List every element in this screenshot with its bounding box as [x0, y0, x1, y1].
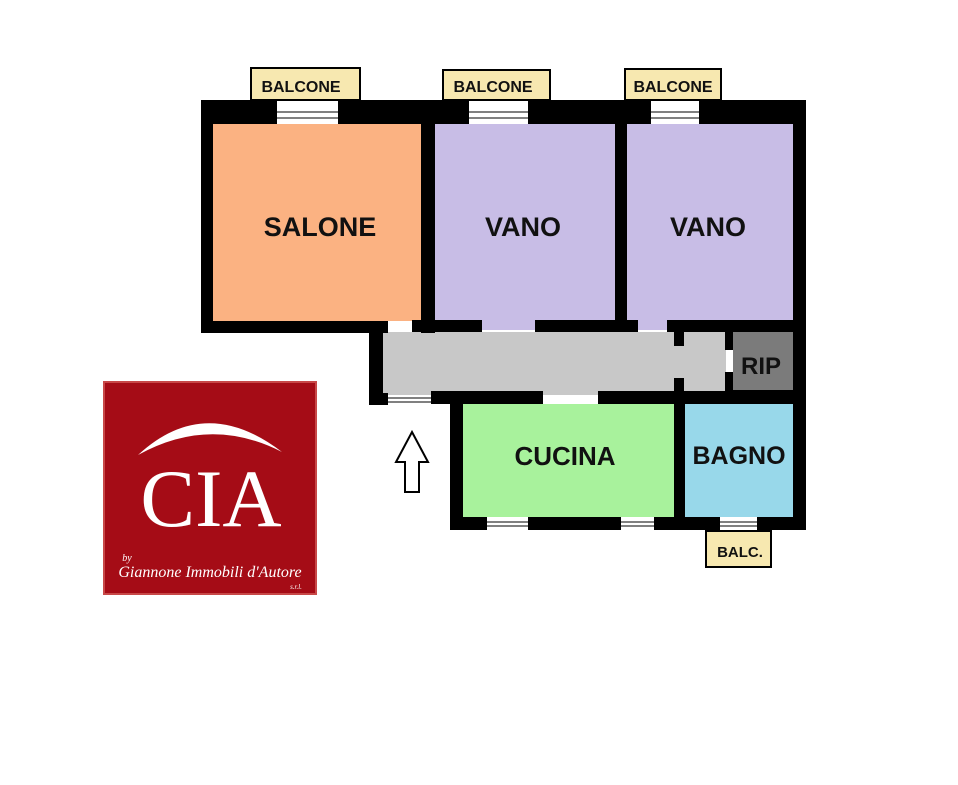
up-arrow-icon [394, 429, 430, 493]
room-bagno [685, 404, 793, 517]
room-cucina [463, 404, 674, 517]
corridor [383, 332, 726, 395]
label-balcone-2: BALCONE [453, 79, 532, 96]
balcony-salone [250, 67, 361, 101]
label-salone: SALONE [264, 212, 377, 242]
logo-suffix: s.r.l. [290, 583, 302, 591]
room-rip [733, 332, 793, 390]
label-vano-2: VANO [670, 212, 746, 242]
label-cucina: CUCINA [514, 441, 615, 471]
room-salone [213, 124, 421, 321]
label-balcone-3: BALCONE [633, 79, 712, 96]
walls [201, 100, 806, 530]
balcony-vano-2 [624, 68, 722, 101]
logo-title: CIA [140, 453, 281, 544]
label-balcone-1: BALCONE [261, 79, 340, 96]
balcony-vano-1 [442, 69, 551, 101]
room-vano-2 [627, 124, 793, 330]
windows [277, 111, 757, 527]
label-bagno: BAGNO [692, 442, 785, 470]
logo-company: Giannone Immobili d'Autore [118, 564, 301, 581]
room-vano-1 [435, 124, 615, 330]
logo-by: by [122, 553, 132, 564]
company-logo: CIA by Giannone Immobili d'Autore s.r.l. [103, 381, 317, 595]
balcony-bagno [705, 530, 772, 568]
label-balc: BALC. [717, 544, 763, 561]
label-vano-1: VANO [485, 212, 561, 242]
label-rip: RIP [741, 353, 781, 380]
